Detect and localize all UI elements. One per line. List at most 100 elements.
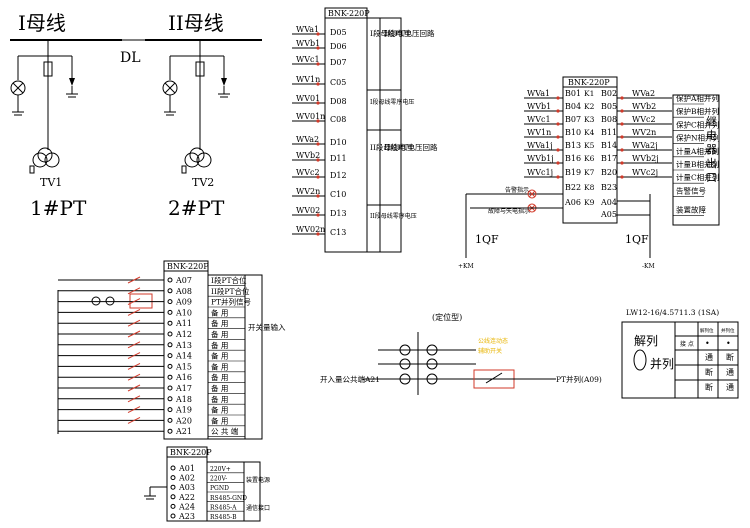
b-block-title: BNK-220P — [568, 78, 610, 87]
pt-parallel-output-label: PT并列(A09) — [556, 374, 602, 384]
b-output-label: 计量B相并列 — [676, 159, 719, 169]
a-row-label: 备 用 — [211, 415, 228, 425]
a-terminal-circle — [167, 374, 173, 380]
b-right-dot — [620, 96, 624, 100]
p-terminal-circle — [170, 484, 176, 490]
b-terminal-block: BNK-220P 继 电 器 出 口 告警指示 故障与失电指示 1QF 1QF … — [458, 76, 720, 270]
relay-output-4: 出 — [706, 156, 717, 170]
b-left-dot — [556, 161, 560, 165]
b-left-wire-label: WVb1 — [527, 102, 551, 111]
a-terminal-circle — [167, 396, 173, 402]
relay-output-5: 口 — [706, 171, 717, 184]
d-wire-label: WVb2 — [296, 151, 320, 160]
d-terminal-label: C05 — [330, 78, 346, 87]
b-right-wire-label: WVa2 — [632, 89, 655, 98]
disconnect-label: 解列 — [634, 334, 658, 348]
a-terminal-label: A07 — [175, 276, 192, 285]
a-row-label: PT并列信号 — [211, 297, 251, 307]
d-wire-label: WV2n — [296, 187, 320, 196]
a-terminal-circle — [167, 309, 173, 315]
d-terminal-dot — [316, 119, 320, 123]
b-left-terminal: B07 — [565, 115, 581, 124]
a-row-label: 公 共 端 — [211, 426, 239, 436]
a-terminal-circle — [167, 320, 173, 326]
d-terminal-dot — [316, 32, 320, 36]
b-right-wire-label: WVb2j — [632, 154, 659, 163]
d-terminal-label: D05 — [330, 28, 347, 37]
a-terminal-label: A15 — [175, 362, 192, 371]
b-left-wire-label: WVb1j — [527, 154, 554, 163]
a-terminal-circle — [167, 407, 173, 413]
p-terminal-label: A02 — [178, 474, 195, 483]
b-relay-label: K4 — [584, 128, 595, 137]
a-switch-contact — [127, 319, 141, 327]
p-terminal-circle — [170, 503, 176, 509]
a-terminal-label: A09 — [175, 298, 192, 307]
switch-table-cell: 通 — [726, 382, 734, 392]
b-relay-label: K1 — [584, 89, 594, 98]
d-terminal-dot — [316, 232, 320, 236]
a-terminal-circle — [167, 288, 173, 294]
b-output-label: 保护A相并列 — [676, 93, 719, 103]
p-row-label: RS485-A — [210, 504, 237, 511]
a-switch-contact — [127, 287, 141, 295]
d-wire-label: WV02 — [296, 206, 320, 215]
b-left-dot — [556, 109, 560, 113]
b-right-wire-label: WVb2 — [632, 102, 656, 111]
d-terminal-dot — [316, 46, 320, 50]
a-terminal-label: A21 — [175, 427, 192, 436]
bus1-label: I母线 — [18, 11, 66, 35]
d-terminal-dot — [316, 158, 320, 162]
dl-label: DL — [120, 50, 141, 66]
km-plus-label: +KM — [458, 263, 474, 270]
a-row-label: II段PT合位 — [211, 286, 250, 296]
a-terminal-circle — [167, 277, 173, 283]
d-note-3: I段母线零序电压 — [370, 98, 414, 106]
pt1-branch: TV1 1#PT — [10, 40, 87, 220]
a-switch-contact — [127, 330, 141, 338]
b-left-terminal: B16 — [565, 154, 581, 163]
a-terminal-label: A13 — [175, 341, 192, 350]
b-relay-label: K2 — [584, 102, 595, 111]
d-terminal-label: D11 — [330, 154, 347, 163]
switch-table-cell: • — [705, 339, 710, 348]
switch-table-cell: 断 — [726, 352, 734, 362]
b-output-label: 计量A相并列 — [676, 146, 719, 156]
b-left-dot — [556, 122, 560, 126]
b-left-terminal: B10 — [565, 128, 581, 137]
device-power-label: 装置电源 — [246, 476, 270, 484]
a-switch-contact — [127, 352, 141, 360]
b-left-wire-label: WVc1 — [527, 115, 551, 124]
a-switch-contact — [127, 276, 141, 284]
type-label: (定位型) — [432, 312, 462, 322]
bus2-label: II母线 — [168, 11, 224, 35]
a-terminal-label: A10 — [175, 308, 192, 317]
b-right-terminal: B02 — [601, 89, 617, 98]
b-left-dot — [556, 135, 560, 139]
b-relay-label: K6 — [584, 154, 595, 163]
a-switch-contact — [127, 373, 141, 381]
tv1-label: TV1 — [40, 176, 62, 189]
d-terminal-dot — [316, 175, 320, 179]
a-row-label: 备 用 — [211, 383, 228, 393]
b-right-dot — [620, 148, 624, 152]
a-row-label: 备 用 — [211, 351, 228, 361]
b-right-dot — [620, 135, 624, 139]
d-wire-label: WVa2 — [296, 135, 319, 144]
a-terminal-circle — [167, 428, 173, 434]
col-header-1: 解列位 — [700, 327, 714, 334]
p-terminal-circle — [170, 513, 176, 519]
tv2-label: TV2 — [192, 176, 214, 189]
b-right-terminal: A05 — [600, 210, 617, 219]
b-left-wire-label: WV1n — [527, 128, 551, 137]
a-row-label: 备 用 — [211, 361, 228, 371]
a-side-label: 开关量输入 — [248, 322, 286, 332]
p-terminal-circle — [170, 494, 176, 500]
a-switch-contact — [127, 341, 141, 349]
b-left-dot — [556, 96, 560, 100]
d-wire-label: WVc2 — [296, 168, 320, 177]
aux-switch-label: 辅助开关 — [478, 347, 502, 355]
a-terminal-label: A17 — [175, 384, 192, 393]
a-row-label: 备 用 — [211, 340, 228, 350]
